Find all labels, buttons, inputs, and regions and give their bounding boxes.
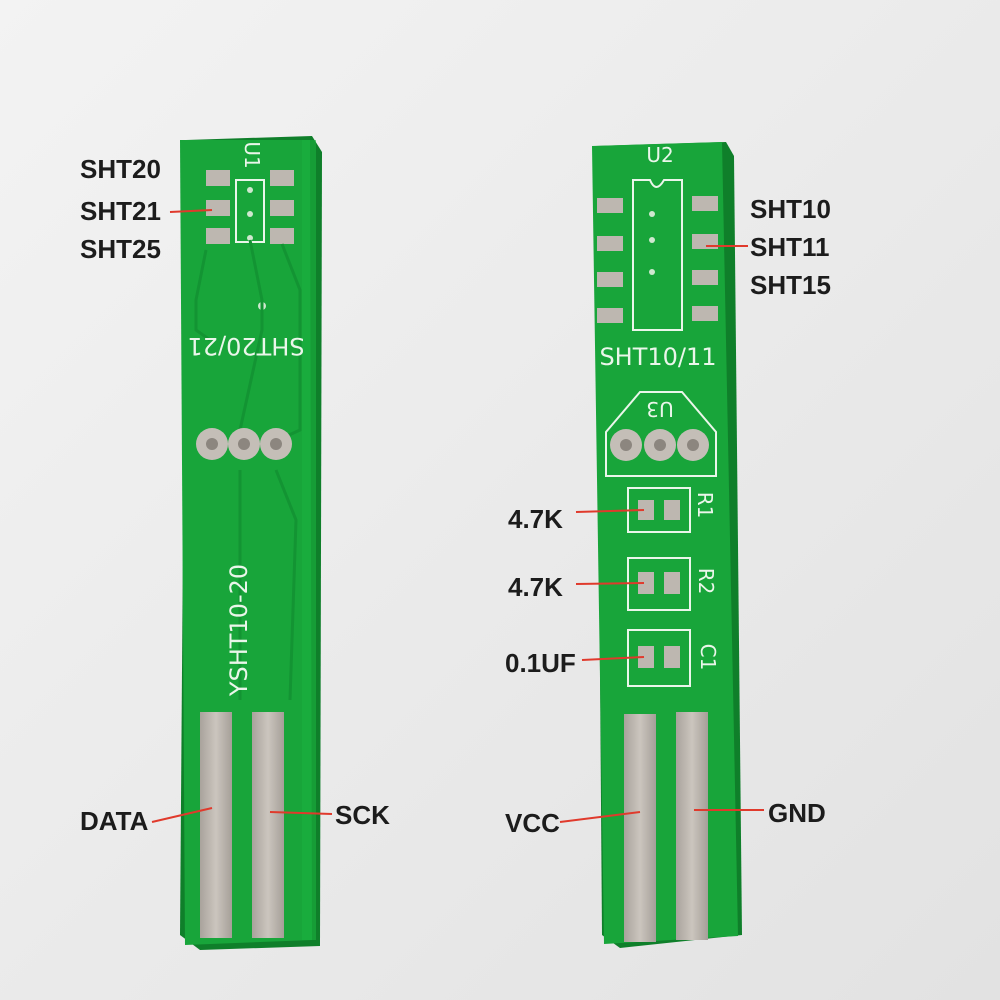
c1-designator: C1 xyxy=(696,644,720,671)
label-r2-value: 4.7K xyxy=(508,572,563,602)
right-chip-outline xyxy=(632,179,683,331)
leader-line-c1 xyxy=(581,656,645,661)
right-to92-outline xyxy=(605,391,717,477)
left-sck-finger xyxy=(252,712,284,938)
label-sht25: SHT25 xyxy=(80,234,161,264)
r1-pad-a xyxy=(638,500,654,520)
leader-line-sck xyxy=(269,811,333,815)
label-vcc: VCC xyxy=(505,808,560,838)
r1-designator: R1 xyxy=(693,492,717,519)
label-gnd: GND xyxy=(768,798,826,828)
label-c1-value: 0.1UF xyxy=(505,648,576,678)
label-sht20: SHT20 xyxy=(80,154,161,184)
left-board-side xyxy=(302,140,316,940)
right-sensor-labels: SHT10 SHT11 SHT15 xyxy=(706,194,831,300)
right-pcb-board: U2 SHT10/11 U3 R1 xyxy=(592,142,742,948)
leader-line-sht21 xyxy=(169,209,213,213)
leader-line-vcc xyxy=(559,811,641,823)
right-vcc-finger xyxy=(624,714,656,942)
r1-pad-b xyxy=(664,500,680,520)
c1-pad-a xyxy=(638,646,654,668)
r2-designator: R2 xyxy=(694,568,718,595)
right-chip-pads xyxy=(597,196,718,323)
right-chip-designator: U2 xyxy=(646,143,673,167)
label-sht11: SHT11 xyxy=(750,232,830,262)
left-board-body xyxy=(180,140,312,945)
left-chip-pads xyxy=(206,170,294,244)
left-data-finger xyxy=(200,712,232,938)
label-data: DATA xyxy=(80,806,149,836)
right-board-body xyxy=(592,142,738,944)
left-model-label: YSHT10-20 xyxy=(225,564,253,697)
label-sck: SCK xyxy=(335,800,390,830)
label-sht15: SHT15 xyxy=(750,270,831,300)
c1-pad-b xyxy=(664,646,680,668)
right-gnd-finger xyxy=(676,712,708,940)
r2-pad-a xyxy=(638,572,654,594)
right-package-designator: U3 xyxy=(646,397,673,421)
right-through-holes xyxy=(610,429,709,461)
r2-pad-b xyxy=(664,572,680,594)
label-sht21: SHT21 xyxy=(80,196,161,226)
right-vias xyxy=(649,211,655,275)
label-r1-value: 4.7K xyxy=(508,504,563,534)
left-board-label: SHT20/21 xyxy=(187,332,304,360)
left-pcb-board: U1 SHT20/21 YSHT10-20 xyxy=(180,136,322,950)
right-board-label: SHT10/11 xyxy=(599,343,716,371)
leader-line-data xyxy=(151,807,213,823)
left-chip-designator: U1 xyxy=(240,141,264,168)
left-sensor-labels: SHT20 SHT21 SHT25 xyxy=(80,154,213,264)
leader-line-r1 xyxy=(575,509,645,513)
label-sht10: SHT10 xyxy=(750,194,831,224)
left-through-holes xyxy=(196,428,292,460)
leader-line-r2 xyxy=(575,582,645,585)
